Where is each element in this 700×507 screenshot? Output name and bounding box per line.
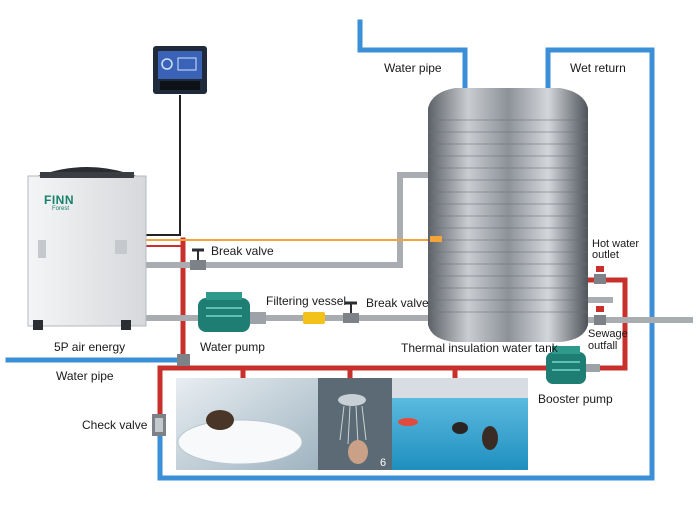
- hot-water-outlet-valve-icon: [594, 266, 606, 284]
- check-valve-icon: [152, 414, 166, 436]
- label-hot-water-outlet-line1: Hot water: [592, 238, 640, 250]
- wall-controller: [153, 46, 207, 94]
- label-water-pipe-left: Water pipe: [56, 369, 114, 383]
- label-thermal-tank: Thermal insulation water tank: [401, 341, 558, 355]
- thermal-insulation-tank: [428, 88, 588, 342]
- filtering-vessel-icon: [303, 312, 325, 324]
- bathtub-photo: [176, 378, 318, 470]
- booster-pump-icon: [546, 346, 600, 384]
- label-sewage-outfall-line2: outfall: [588, 340, 618, 352]
- label-water-pipe-top: Water pipe: [384, 61, 442, 75]
- break-valve-2-icon: [343, 301, 359, 323]
- photo-number: 6: [380, 457, 387, 469]
- brand-logo-text: FINN: [44, 193, 74, 207]
- break-valve-1-icon: [190, 248, 206, 270]
- hot-water-pipes: [157, 237, 628, 421]
- brand-logo-subtext: Forest: [52, 206, 70, 212]
- air-energy-unit: [27, 167, 147, 330]
- label-break-valve-1: Break valve: [211, 244, 274, 258]
- water-pump-icon: [198, 292, 266, 332]
- shower-photo: [318, 378, 392, 470]
- label-booster-pump: Booster pump: [538, 392, 613, 406]
- label-filtering-vessel: Filtering vessel: [266, 294, 347, 308]
- signal-wires: [145, 95, 440, 247]
- label-break-valve-2: Break valve: [366, 296, 429, 310]
- label-wet-return: Wet return: [570, 61, 626, 75]
- pipe-junction-icon: [177, 354, 190, 366]
- label-check-valve: Check valve: [82, 418, 148, 432]
- label-water-pump: Water pump: [200, 340, 265, 354]
- sewage-valve-icon: [594, 306, 606, 325]
- cold-water-pipes: [5, 19, 655, 481]
- label-air-energy: 5P air energy: [54, 340, 126, 354]
- pool-photo: [392, 378, 528, 470]
- label-sewage-outfall-line1: Sewage: [588, 328, 628, 340]
- label-hot-water-outlet-line2: outlet: [592, 249, 619, 261]
